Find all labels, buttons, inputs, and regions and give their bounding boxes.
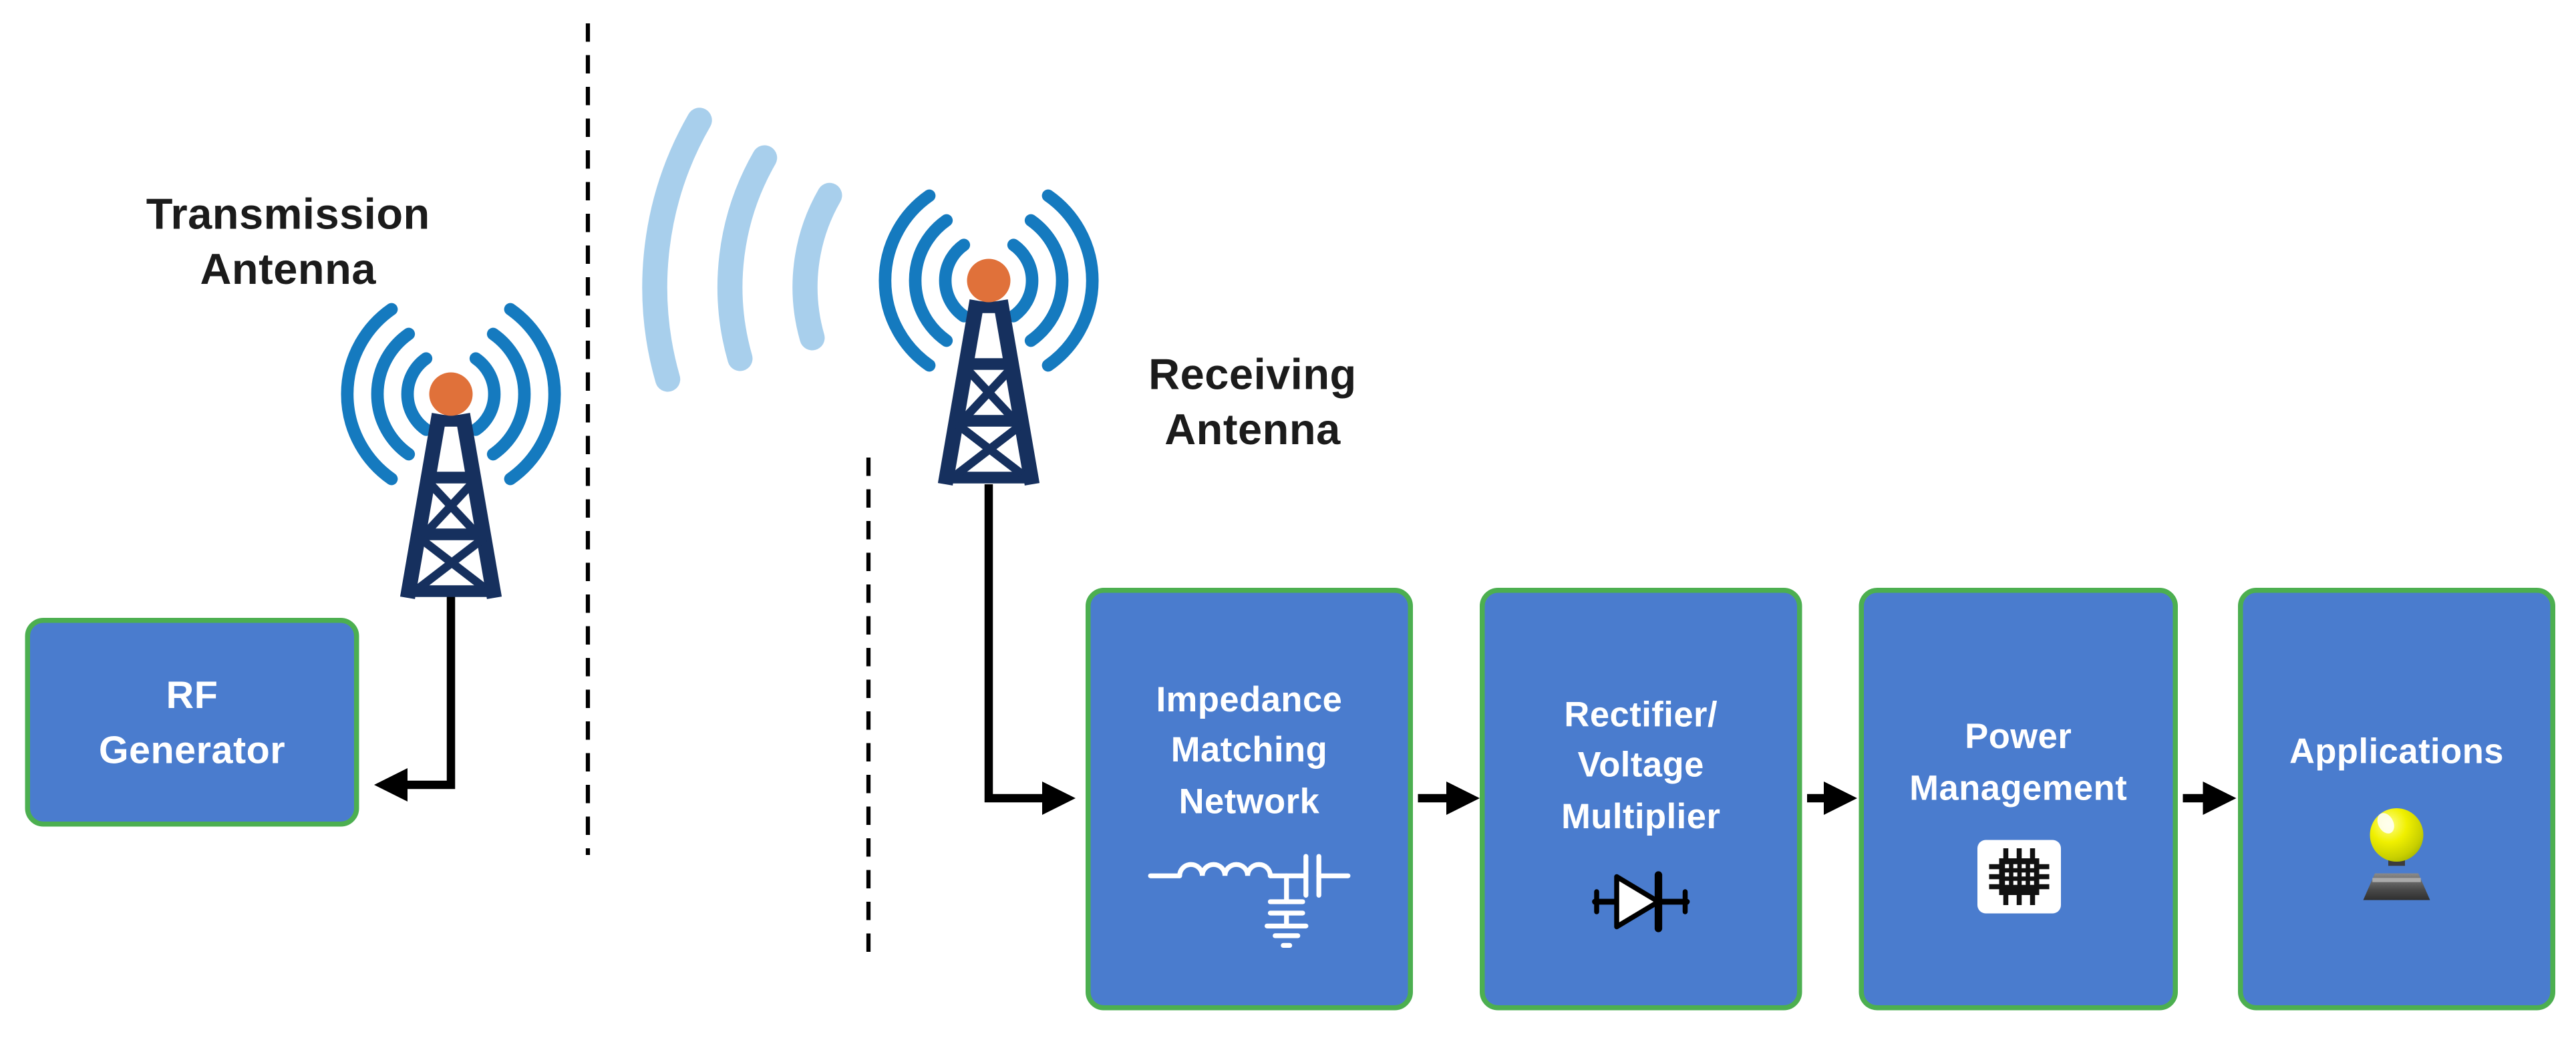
antenna-waves-icon: [341, 303, 561, 486]
tx-antenna-to-rf-generator-arrow: [374, 594, 456, 802]
label-line: Transmission: [146, 188, 430, 239]
label-line: Antenna: [200, 244, 377, 295]
antenna-tower: [937, 299, 1040, 486]
rf-generator-label-line: RF: [166, 673, 218, 717]
impedance-circuit-icon: [1148, 854, 1351, 948]
transmission-antenna-icon: [341, 303, 561, 599]
microchip-icon: [1976, 840, 2060, 914]
block-rectifier-voltage-multiplier: Rectifier/ Voltage Multiplier: [1480, 588, 1802, 1011]
lightbulb-icon: [2363, 808, 2430, 900]
block-label-line: Impedance: [1156, 681, 1343, 720]
antenna-feed-dot: [967, 258, 1011, 303]
block-label-line: Rectifier/: [1564, 696, 1718, 735]
antenna-feed-dot: [429, 372, 473, 416]
block-label-line: Voltage: [1577, 747, 1704, 786]
antenna-tower: [399, 413, 502, 599]
block-label-line: Matching: [1170, 731, 1328, 771]
wireless-signal-waves-icon: [642, 108, 842, 392]
label-line: Antenna: [1164, 404, 1341, 455]
rx-antenna-to-matching-arrow: [984, 484, 1076, 815]
rf-generator-label-line: Generator: [98, 727, 286, 771]
receiving-antenna-icon: [878, 189, 1099, 486]
diode-icon: [1591, 871, 1689, 933]
block-label-line: Management: [1909, 769, 2128, 808]
block-label-line: Power: [1965, 718, 2072, 757]
block-power-management: Power Management: [1859, 588, 2178, 1011]
rf-generator-box: RF Generator: [25, 618, 359, 827]
label-line: Receiving: [1148, 349, 1357, 399]
block-label-line: Multiplier: [1561, 798, 1721, 836]
block-impedance-matching-network: Impedance Matching Network: [1086, 588, 1413, 1011]
block-applications: Applications: [2238, 588, 2555, 1011]
antenna-waves-icon: [878, 189, 1099, 372]
receiving-antenna-label: Receiving Antenna: [1061, 347, 1445, 458]
block-label-line: Applications: [2289, 733, 2505, 772]
block-label-line: Network: [1178, 782, 1320, 822]
transmission-antenna-label: Transmission Antenna: [50, 187, 526, 298]
